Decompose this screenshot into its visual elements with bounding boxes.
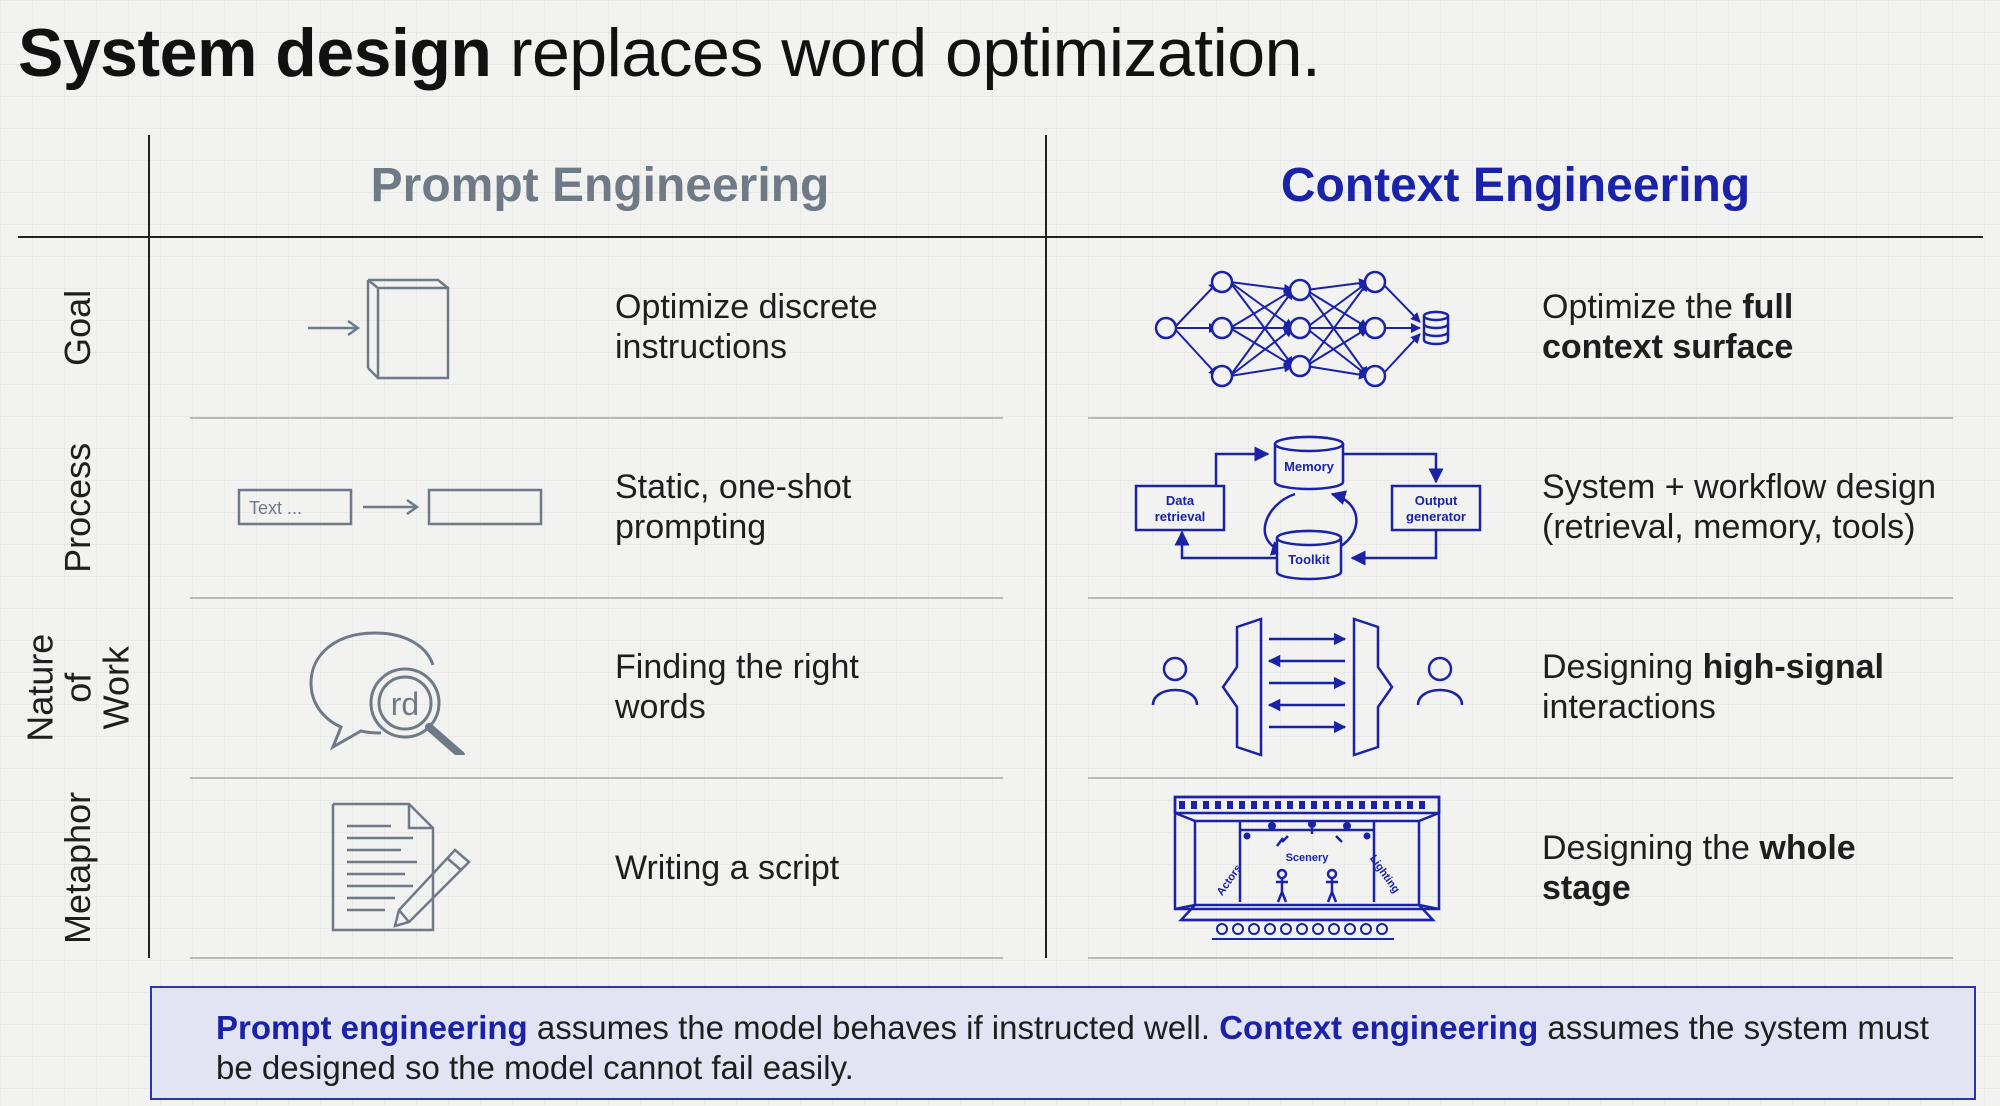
- row-separator: [1088, 597, 1953, 599]
- memory-label: Memory: [1284, 459, 1335, 474]
- text-input-arrow-icon: Text ...: [237, 488, 543, 526]
- text-box-label: Text ...: [249, 498, 302, 518]
- data-retrieval-label-1: Data: [1166, 493, 1195, 508]
- stage-theater-icon: Scenery Actors Lighting: [1173, 795, 1441, 940]
- speech-bubble-magnifier-icon: rd: [309, 631, 465, 755]
- row-separator: [190, 417, 1003, 419]
- row-separator: [1088, 957, 1953, 959]
- data-retrieval-label-2: retrieval: [1155, 509, 1206, 524]
- high-signal-interaction-icon: [1151, 617, 1464, 757]
- neural-network-icon: [1154, 270, 1450, 388]
- output-generator-label-2: generator: [1406, 509, 1466, 524]
- goal-prompt-text: Optimize discrete instructions: [615, 288, 878, 366]
- summary-callout: Prompt engineering assumes the model beh…: [150, 986, 1976, 1100]
- row-separator: [1088, 417, 1953, 419]
- output-generator-label-1: Output: [1415, 493, 1458, 508]
- divider-left: [148, 135, 150, 958]
- nature-of-work-prompt-text: Finding the right words: [615, 648, 859, 726]
- toolkit-label: Toolkit: [1288, 552, 1330, 567]
- metaphor-prompt-text: Writing a script: [615, 849, 840, 887]
- row-separator: [1088, 777, 1953, 779]
- process-prompt-text: Static, one-shot prompting: [615, 468, 852, 546]
- goal-context-text: Optimize the full context surface: [1542, 288, 1794, 366]
- magnifier-text: rd: [391, 686, 419, 722]
- column-header-context-engineering: Context Engineering: [1280, 159, 1751, 212]
- title-rest: replaces word optimization.: [491, 15, 1321, 91]
- row-label-process: Process: [57, 442, 99, 573]
- row-separator: [190, 777, 1003, 779]
- lighting-label: Lighting: [1367, 853, 1402, 895]
- row-label-nature-of-work: Nature of Work: [19, 633, 136, 742]
- script-document-pen-icon: [331, 802, 471, 932]
- row-label-metaphor: Metaphor: [57, 791, 99, 944]
- column-header-prompt-engineering: Prompt Engineering: [370, 159, 830, 212]
- row-separator: [190, 597, 1003, 599]
- workflow-cycle-icon: Memory Data retrieval Output generator T…: [1134, 435, 1482, 581]
- document-box-icon: [308, 278, 450, 380]
- summary-text-1: assumes the model behaves if instructed …: [527, 1009, 1220, 1046]
- nature-of-work-context-text: Designing high-signal interactions: [1542, 648, 1884, 726]
- page-title: System design replaces word optimization…: [18, 14, 1321, 92]
- row-label-goal: Goal: [57, 289, 99, 366]
- process-context-text: System + workflow design (retrieval, mem…: [1542, 468, 1936, 546]
- metaphor-context-text: Designing the whole stage: [1542, 829, 1856, 907]
- summary-prompt-engineering: Prompt engineering: [216, 1009, 528, 1046]
- scenery-label: Scenery: [1286, 852, 1330, 864]
- header-divider: [18, 236, 1983, 238]
- divider-middle: [1045, 135, 1047, 958]
- summary-text-2: assumes the system must be designed so t…: [216, 1009, 1929, 1086]
- summary-context-engineering: Context engineering: [1219, 1009, 1539, 1046]
- title-bold: System design: [18, 15, 492, 91]
- row-separator: [190, 957, 1003, 959]
